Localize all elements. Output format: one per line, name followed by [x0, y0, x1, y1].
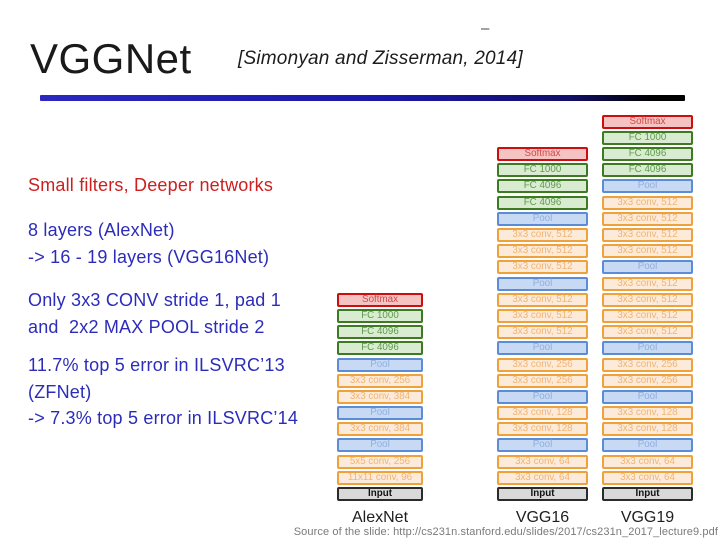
layer-box-pool: Pool — [497, 438, 588, 453]
layer-box-conv: 3x3 conv, 512 — [602, 276, 693, 291]
layer-box-conv: 3x3 conv, 512 — [497, 308, 588, 323]
slide-title: VGGNet — [30, 35, 192, 82]
layer-box-fc: FC 1000 — [602, 130, 693, 145]
top-dash-mark: – — [481, 20, 490, 37]
layer-box-conv: 3x3 conv, 512 — [602, 228, 693, 242]
layer-box-pool: Pool — [602, 260, 693, 275]
layer-box-softmax: Softmax — [337, 292, 423, 307]
note-line: (ZFNet) — [28, 381, 92, 402]
layer-box-conv: 3x3 conv, 384 — [337, 389, 423, 404]
layer-box-pool: Pool — [497, 276, 588, 291]
note-line: 11.7% top 5 error in ILSVRC’13 — [28, 355, 285, 375]
layer-box-conv: 5x5 conv, 256 — [337, 454, 423, 469]
layer-box-fc: FC 4096 — [602, 147, 693, 162]
layer-box-conv: 3x3 conv, 512 — [602, 292, 693, 307]
layer-box-fc: FC 4096 — [337, 325, 423, 340]
layer-box-conv: 3x3 conv, 512 — [497, 244, 588, 259]
layer-box-pool: Pool — [602, 438, 693, 453]
layer-box-pool: Pool — [337, 406, 423, 421]
layer-box-conv: 3x3 conv, 512 — [497, 228, 588, 242]
layer-box-fc: FC 4096 — [602, 163, 693, 178]
title-underline — [40, 95, 685, 101]
layer-box-softmax: Softmax — [497, 147, 588, 162]
layer-box-pool: Pool — [602, 389, 693, 404]
note-line: 8 layers (AlexNet) — [28, 220, 175, 240]
layer-box-input: Input — [337, 487, 423, 501]
layer-box-pool: Pool — [497, 389, 588, 404]
source-attribution: Source of the slide: http://cs231n.stanf… — [293, 526, 718, 538]
layer-box-input: Input — [497, 487, 588, 501]
column-label-vgg16: VGG16 — [515, 509, 570, 526]
layer-box-conv: 3x3 conv, 256 — [337, 373, 423, 388]
notes-paragraph-conv: Only 3x3 CONV stride 1, pad 1 and 2x2 MAX… — [28, 287, 281, 340]
column-label-vgg19: VGG19 — [620, 509, 675, 526]
layer-box-conv: 3x3 conv, 64 — [602, 454, 693, 469]
layer-box-conv: 3x3 conv, 512 — [602, 308, 693, 323]
layer-box-conv: 3x3 conv, 512 — [602, 195, 693, 210]
layer-box-pool: Pool — [497, 341, 588, 356]
layer-box-softmax: Softmax — [602, 114, 693, 129]
layer-box-conv: 3x3 conv, 256 — [602, 373, 693, 388]
note-line: Only 3x3 CONV stride 1, pad 1 — [28, 290, 281, 310]
layer-box-pool: Pool — [602, 341, 693, 356]
note-line: -> 16 - 19 layers (VGG16Net) — [28, 246, 270, 267]
layer-box-conv: 3x3 conv, 384 — [337, 422, 423, 437]
notes-paragraph-layers: 8 layers (AlexNet) -> 16 - 19 layers (VGG… — [28, 217, 269, 270]
layer-box-conv: 3x3 conv, 64 — [497, 454, 588, 469]
layer-box-conv: 3x3 conv, 512 — [497, 260, 588, 275]
layer-box-conv: 3x3 conv, 512 — [497, 325, 588, 340]
layer-box-conv: 3x3 conv, 128 — [602, 406, 693, 421]
citation-text: [Simonyan and Zisserman, 2014] — [238, 48, 523, 69]
layer-box-conv: 3x3 conv, 128 — [497, 422, 588, 437]
layer-box-conv: 3x3 conv, 512 — [602, 325, 693, 340]
notes-heading: Small filters, Deeper networks — [28, 175, 274, 195]
layer-box-fc: FC 4096 — [337, 341, 423, 356]
layer-box-conv: 3x3 conv, 64 — [602, 470, 693, 485]
note-line: and 2x2 MAX POOL stride 2 — [28, 316, 265, 337]
layer-box-fc: FC 4096 — [497, 179, 588, 194]
layer-box-conv: 3x3 conv, 256 — [602, 357, 693, 372]
layer-box-input: Input — [602, 487, 693, 501]
layer-box-conv: 3x3 conv, 128 — [497, 406, 588, 421]
layer-box-conv: 3x3 conv, 512 — [497, 292, 588, 307]
layer-box-conv: 3x3 conv, 256 — [497, 357, 588, 372]
layer-box-pool: Pool — [497, 211, 588, 226]
layer-box-pool: Pool — [602, 179, 693, 194]
layer-box-conv: 3x3 conv, 512 — [602, 244, 693, 259]
layer-box-conv: 3x3 conv, 64 — [497, 470, 588, 485]
layer-box-conv: 3x3 conv, 128 — [602, 422, 693, 437]
notes-paragraph-error: 11.7% top 5 error in ILSVRC’13 (ZFNet) -> … — [28, 352, 298, 432]
layer-box-fc: FC 4096 — [497, 195, 588, 210]
column-label-alexnet: AlexNet — [351, 509, 409, 526]
note-line: -> 7.3% top 5 error in ILSVRC’14 — [28, 408, 299, 428]
layer-box-fc: FC 1000 — [497, 163, 588, 178]
layer-box-pool: Pool — [337, 357, 423, 372]
layer-box-fc: FC 1000 — [337, 308, 423, 323]
layer-box-pool: Pool — [337, 438, 423, 453]
layer-box-conv: 3x3 conv, 256 — [497, 373, 588, 388]
layer-box-conv: 11x11 conv, 96 — [337, 470, 423, 485]
layer-box-conv: 3x3 conv, 512 — [602, 211, 693, 226]
